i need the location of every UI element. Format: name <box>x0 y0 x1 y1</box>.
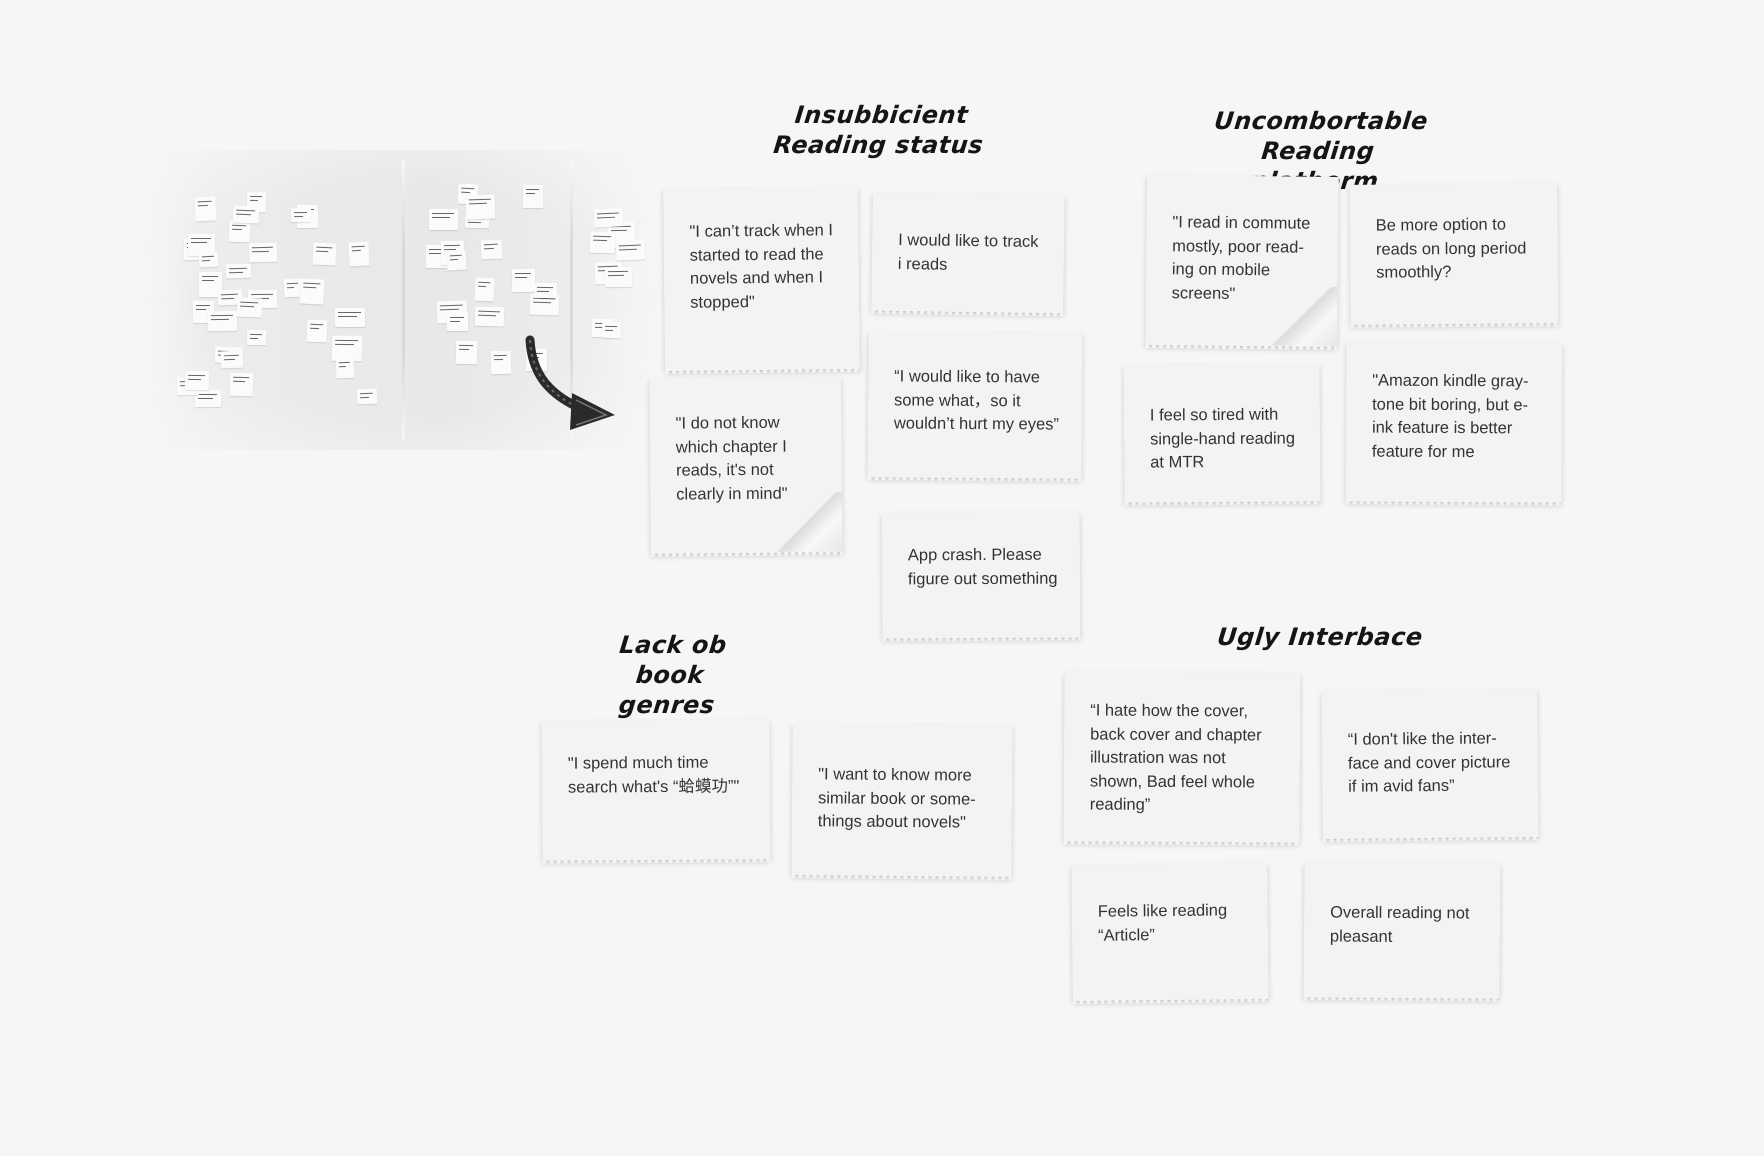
wall-sticky-note <box>474 277 495 302</box>
wall-sticky-note <box>299 278 325 305</box>
note-text: Feels like reading “Article” <box>1097 901 1228 945</box>
wall-sticky-note <box>447 313 469 332</box>
wall-sticky-note <box>522 185 543 208</box>
note-text: I would like to track i reads <box>897 231 1039 274</box>
note-text: "I spend much time search what's “蛤蟆功”" <box>567 753 740 797</box>
sticky-note: App crash. Please figure out something <box>881 511 1081 639</box>
note-text: "I read in commute mostly, poor read-ing… <box>1171 213 1311 303</box>
wall-sticky-note <box>236 297 263 319</box>
wall-sticky-note <box>335 357 355 380</box>
sticky-note: "I spend much time search what's “蛤蟆功”" <box>541 719 771 861</box>
sticky-note: “I would like to have some what，so it wo… <box>867 331 1083 479</box>
sticky-note: "I want to know more similar book or som… <box>791 723 1013 877</box>
wall-divider <box>570 160 573 440</box>
note-text: "I want to know more similar book or som… <box>817 765 976 832</box>
sticky-note: Be more option to reads on long period s… <box>1349 183 1559 325</box>
wall-divider <box>402 160 405 440</box>
arrow-icon <box>525 335 615 430</box>
wall-sticky-note <box>207 310 237 331</box>
note-text: “I don't like the inter-face and cover p… <box>1347 729 1511 796</box>
sticky-note: "I do not know which chapter I reads, it… <box>649 377 843 554</box>
group-title-book-genres: Lack ob book genres <box>617 631 729 719</box>
wall-sticky-note <box>465 194 496 220</box>
wall-sticky-note <box>615 240 646 261</box>
sticky-note: “I don't like the inter-face and cover p… <box>1321 689 1539 839</box>
wall-sticky-note <box>533 282 557 298</box>
wall-sticky-note <box>306 320 327 344</box>
wall-sticky-note <box>221 350 245 368</box>
wall-sticky-note <box>184 370 210 390</box>
group-title-ugly-interface: Ugly Interbace <box>1215 623 1425 651</box>
wall-sticky-note <box>429 209 459 231</box>
sticky-note: Feels like reading “Article” <box>1071 862 1269 1002</box>
wall-sticky-note <box>312 242 337 266</box>
wall-sticky-note <box>490 350 511 374</box>
note-text: "Amazon kindle gray-tone bit boring, but… <box>1371 371 1529 461</box>
affinity-wall-photo <box>140 150 660 450</box>
note-text: App crash. Please figure out something <box>907 545 1058 588</box>
wall-sticky-note <box>456 340 478 364</box>
wall-sticky-note <box>334 307 365 328</box>
wall-sticky-note <box>198 251 219 268</box>
note-text: “I would like to have some what，so it wo… <box>893 367 1060 434</box>
wall-sticky-note <box>593 208 624 229</box>
wall-sticky-note <box>446 250 467 270</box>
note-text: Overall reading not pleasant <box>1329 903 1470 946</box>
group-title-reading-status: Insubbicient Reading status <box>772 101 985 159</box>
wall-sticky-note <box>589 231 616 254</box>
wall-sticky-note <box>356 388 378 405</box>
sticky-note: I feel so tired with single-hand reading… <box>1123 363 1321 503</box>
wall-sticky-note <box>290 207 312 222</box>
note-text: I feel so tired with single-hand reading… <box>1149 405 1296 472</box>
sticky-note: "Amazon kindle gray-tone bit boring, but… <box>1345 341 1563 503</box>
wall-sticky-note <box>511 268 535 292</box>
wall-sticky-note <box>246 329 267 345</box>
wall-sticky-note <box>604 267 633 288</box>
wall-sticky-note <box>480 239 503 260</box>
note-text: Be more option to reads on long period s… <box>1375 215 1527 282</box>
wall-sticky-note <box>233 205 260 224</box>
note-text: "I can’t track when I started to read th… <box>689 221 834 312</box>
note-text: “I hate how the cover, back cover and ch… <box>1089 701 1262 814</box>
wall-sticky-note <box>228 220 251 242</box>
note-text: "I do not know which chapter I reads, it… <box>675 413 788 504</box>
wall-sticky-note <box>229 373 254 397</box>
wall-sticky-note <box>248 242 278 263</box>
wall-sticky-note <box>194 196 217 222</box>
sticky-note: “I hate how the cover, back cover and ch… <box>1063 671 1301 843</box>
sticky-note: Overall reading not pleasant <box>1303 861 1501 999</box>
wall-sticky-note <box>226 263 252 279</box>
wall-sticky-note <box>475 306 505 327</box>
sticky-note: "I can’t track when I started to read th… <box>663 186 860 372</box>
wall-sticky-note <box>348 241 369 266</box>
sticky-note: "I read in commute mostly, poor read-ing… <box>1145 174 1339 348</box>
sticky-note: I would like to track i reads <box>871 192 1065 314</box>
